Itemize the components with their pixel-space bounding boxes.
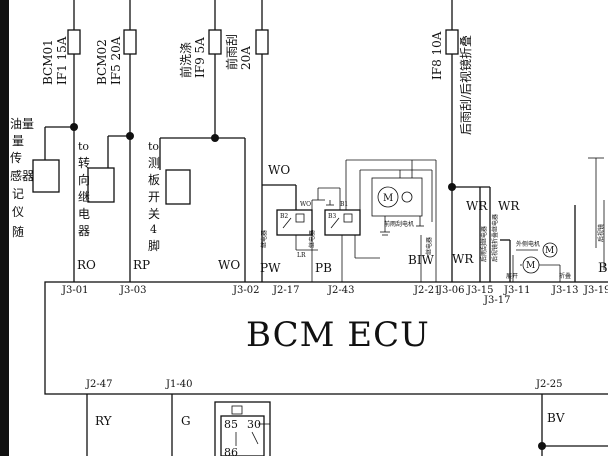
left-label: 记 [12, 187, 24, 201]
svg-text:折叠: 折叠 [559, 272, 571, 280]
fuel-gauge-branch [32, 123, 78, 282]
bcm-ecu-module: BCM ECU J3-01 J3-03 J3-02 J2-17 J2-43 J2… [44, 281, 608, 395]
pin-label: J3-02 [232, 285, 259, 296]
rear-wiper-branch: WR WR 后雨刮继电器 后视镜折叠继电器 [448, 183, 520, 282]
svg-text:后视镜折叠继电器: 后视镜折叠继电器 [491, 214, 499, 262]
svg-text:转: 转 [78, 155, 90, 170]
pin-label: J1-40 [165, 379, 192, 390]
wire-code-pw: PW [260, 261, 281, 275]
wire-code-wo: WO [218, 258, 240, 272]
relay-pin: 85 [224, 418, 238, 431]
fuse-front-wiper: 前雨刮 20A [224, 0, 269, 282]
wire-code-g: G [181, 414, 191, 428]
wire-code-pb: PB [315, 261, 332, 275]
turn-relay-label: to [78, 140, 89, 153]
left-label: 感器/ [10, 168, 39, 183]
pin-label: J2-17 [272, 285, 299, 296]
fuse-rating: 20A [239, 46, 253, 70]
pin-label: J2-43 [327, 285, 354, 296]
svg-text:4: 4 [150, 223, 157, 236]
wire-code-rp: RP [133, 258, 150, 272]
pin-label: J3-19 [583, 285, 608, 296]
front-wiper-motor: M 前雨刮电机 继电器 [345, 159, 437, 282]
left-label: 传 [10, 150, 22, 165]
fuse-name: IF8 10A [430, 31, 444, 80]
fuse-name: 前洗涤 [178, 42, 193, 78]
svg-text:B1: B1 [340, 201, 348, 208]
left-label: 仪 [12, 205, 24, 219]
svg-text:WO: WO [300, 201, 311, 208]
wire-code-ry: RY [95, 414, 113, 428]
pin-label: J2-47 [85, 379, 112, 390]
svg-text:M: M [383, 193, 393, 204]
pin-label: J3-03 [119, 285, 146, 296]
svg-text:关: 关 [148, 207, 160, 221]
pin-label: J3-11 [503, 285, 530, 296]
fuse-name: 前雨刮 [224, 34, 239, 70]
relay-pin: 86 [224, 446, 238, 456]
pin-label: J2-21 [413, 285, 440, 296]
svg-text:板: 板 [148, 173, 160, 187]
fuse-rating: IF9 5A [193, 37, 207, 78]
relay-pin: 30 [247, 418, 261, 431]
wire-code-ro: RO [77, 258, 96, 272]
svg-text:电: 电 [78, 207, 90, 221]
pin-label: J3-13 [551, 285, 578, 296]
wire-code-biw: BIW [408, 253, 435, 267]
pin-label: J3-15 [466, 285, 493, 296]
pin-label: J3-01 [61, 285, 88, 296]
svg-text:B3: B3 [328, 213, 336, 220]
svg-text:外侧电机: 外侧电机 [516, 240, 540, 248]
left-label: 油量 [10, 117, 34, 131]
left-labels: 油量 量 传 感器/ 记 仪 随 [10, 117, 39, 239]
svg-text:前雨刮电机: 前雨刮电机 [384, 220, 414, 228]
left-label: 量 [12, 134, 24, 148]
svg-text:展开: 展开 [506, 273, 518, 280]
dash-switch-block: to 测 板 开 关 4 脚 [148, 134, 246, 282]
wire-code-wr: WR [466, 199, 488, 213]
svg-text:测: 测 [148, 156, 160, 170]
wire-code-b: B [598, 261, 608, 276]
svg-text:M: M [545, 246, 554, 256]
pin-label: J3-06 [437, 285, 464, 296]
bottom-wires: RY G BV [86, 394, 608, 456]
left-border-strip [0, 0, 9, 456]
svg-text:开: 开 [148, 190, 160, 204]
wiper-relay-cluster: WO WO B1 B2 B3 LR 继电器 继电器 [260, 163, 380, 282]
svg-text:to: to [148, 140, 159, 153]
svg-text:M: M [526, 261, 535, 271]
wire-code-wr: WR [452, 252, 474, 266]
fuse-washer: 前洗涤 IF9 5A [178, 0, 222, 138]
fuse-rating: IF1 15A [55, 36, 69, 85]
ecu-title: BCM ECU [246, 315, 430, 355]
bottom-relay: 85 30 86 [214, 401, 271, 456]
svg-text:继: 继 [78, 190, 90, 204]
turn-relay-block: to 转 向 继 电 器 [78, 132, 134, 282]
svg-text:LR: LR [297, 252, 306, 259]
wire-code-bv: BV [547, 411, 565, 425]
svg-text:B2: B2 [280, 213, 288, 220]
svg-text:后雨刮继电器: 后雨刮继电器 [480, 226, 488, 262]
fuse-rating: 后雨刮/后视镜折叠 [458, 35, 473, 135]
fuse-bcm02: BCM02 IF5 20A [95, 0, 137, 136]
left-label: 随 [12, 224, 24, 239]
fuse-bcm01: BCM01 IF1 15A [41, 0, 81, 127]
motor-symbol [377, 186, 399, 208]
rear-mirror-motor: M 外侧电机 M 展开 折叠 后视镜 [506, 157, 605, 282]
svg-text:器: 器 [78, 224, 90, 238]
svg-text:继电器: 继电器 [425, 237, 433, 255]
svg-text:后视镜: 后视镜 [597, 224, 605, 242]
fuse-rear: IF8 10A 后雨刮/后视镜折叠 [430, 0, 473, 282]
svg-text:脚: 脚 [148, 238, 160, 253]
fuse-name: BCM02 [95, 39, 109, 85]
pin-label: J3-17 [483, 295, 510, 306]
svg-text:继电器: 继电器 [260, 230, 268, 248]
svg-text:向: 向 [78, 172, 90, 187]
fuse-rating: IF5 20A [109, 36, 123, 85]
wire-code-wr: WR [498, 199, 520, 213]
fuse-name: BCM01 [41, 39, 55, 85]
wire-code-wo-upper: WO [268, 163, 290, 177]
pin-label: J2-25 [535, 379, 562, 390]
